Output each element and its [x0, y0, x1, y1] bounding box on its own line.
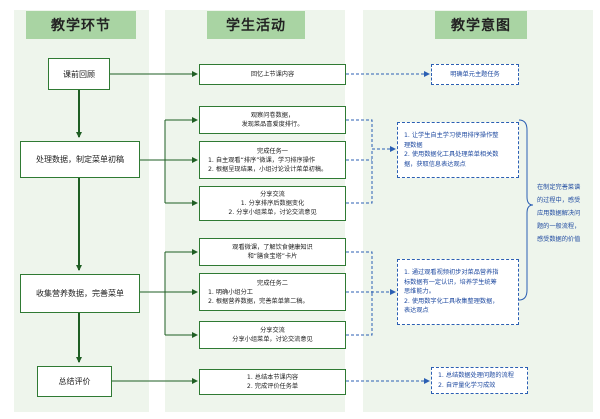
side-note-line: 题的一般流程， [537, 223, 581, 230]
header-teaching-intent: 教学意图 [435, 11, 527, 39]
activity-text-line: 1. 分享排序后数据变化 [240, 200, 305, 207]
intent-text-line: 标数据有一定认识，培养学生统筹 [404, 278, 497, 286]
side-note-line: 感受数据的价值 [537, 236, 581, 243]
activity-share-one: 分享交流 1. 分享排序后数据变化 2. 分享小组菜单，讨论交流意见 [199, 186, 346, 221]
activity-recall: 回忆上节课内容 [199, 64, 346, 85]
intent-text-line: 1. 让学生自主学习使用排序操作整 [404, 132, 499, 139]
activity-summary: 1. 总结本节课内容 2. 完成评价任务单 [199, 369, 346, 395]
activity-text-line: 1. 自主观看“排序”微课，学习排序操作 [208, 156, 316, 164]
intent-text-line: 思维能力。 [404, 288, 435, 296]
header-teaching-steps: 教学环节 [26, 11, 136, 39]
intent-nutrition: 1. 通过观看视频初步对菜品营养指 标数据有一定认识，培养学生统筹 思维能力。 … [397, 259, 519, 325]
activity-text-line: 2. 分享小组菜单，讨论交流意见 [228, 209, 317, 216]
activity-text-line: 2. 根据营养数据，完善菜单第二稿。 [208, 297, 309, 305]
intent-text-line: 1. 总结数据处理问题的流程 [438, 372, 514, 379]
activity-text-line: 观察问卷数据， [250, 112, 295, 119]
activity-watch-video: 观看微课，了解饮食健康知识 和“膳食宝塔”卡片 [199, 238, 346, 266]
intent-text-line: 2. 使用数据化工具处理菜单相关数 [404, 151, 499, 158]
intent-text-line: 2. 自评量化学习成效 [438, 381, 496, 389]
step-process-data: 处理数据，制定菜单初稿 [20, 141, 140, 178]
activity-text-line: 2. 根据呈现结果，小组讨论设计菜单初稿。 [208, 165, 328, 173]
side-note-line: 在制定完善菜谱 [537, 184, 581, 191]
activity-text-line: 2. 完成评价任务单 [246, 383, 299, 390]
header-student-activities: 学生活动 [207, 11, 305, 39]
intent-text-line: 理数据 [404, 141, 423, 149]
side-note-line: 的过程中，感受 [537, 197, 581, 204]
activity-text-line: 1. 总结本节课内容 [246, 374, 299, 381]
step-collect-nutrition: 收集营养数据，完善菜单 [20, 274, 140, 313]
activity-task-one: 完成任务一 1. 自主观看“排序”微课，学习排序操作 2. 根据呈现结果，小组讨… [199, 141, 346, 179]
activity-share-two: 分享交流 分享小组菜单，讨论交流意见 [199, 321, 346, 349]
activity-observe-survey: 观察问卷数据， 发现菜品喜爱度排行。 [199, 106, 346, 134]
intent-summary: 1. 总结数据处理问题的流程 2. 自评量化学习成效 [431, 367, 528, 394]
activity-task-title: 分享交流 [260, 191, 285, 198]
intent-sorting: 1. 让学生自主学习使用排序操作整 理数据 2. 使用数据化工具处理菜单相关数 … [397, 122, 519, 178]
intent-text-line: 1. 通过观看视频初步对菜品营养指 [404, 269, 499, 277]
activity-text-line: 发现菜品喜爱度排行。 [241, 121, 304, 128]
activity-task-title: 完成任务二 [257, 279, 288, 287]
side-note-line: 应用数据解决问 [537, 210, 581, 217]
intent-text-line: 据，获取信息表达观点 [404, 160, 466, 168]
activity-text-line: 1. 明确小组分工 [208, 288, 253, 296]
activity-text-line: 观看微课，了解饮食健康知识 [232, 244, 313, 251]
intent-text-line: 2. 使用数字化工具收集整理数据， [404, 297, 499, 305]
intent-unit-task: 明确单元主题任务 [431, 64, 519, 85]
activity-task-two: 完成任务二 1. 明确小组分工 2. 根据营养数据，完善菜单第二稿。 [199, 273, 346, 311]
activity-text-line: 和“膳食宝塔”卡片 [247, 253, 298, 260]
activity-task-title: 分享交流 [260, 327, 285, 334]
step-summary: 总结评价 [37, 366, 112, 397]
activity-text-line: 分享小组菜单，讨论交流意见 [232, 336, 313, 343]
activity-recall-text: 回忆上节课内容 [250, 71, 295, 78]
intent-text-line: 明确单元主题任务 [450, 70, 500, 78]
intent-text-line: 表达观点 [404, 307, 429, 315]
step-review: 课前回顾 [48, 58, 110, 90]
side-note: 在制定完善菜谱 的过程中，感受 应用数据解决问 题的一般流程， 感受数据的价值 [537, 181, 580, 246]
activity-task-title: 完成任务一 [257, 147, 288, 155]
